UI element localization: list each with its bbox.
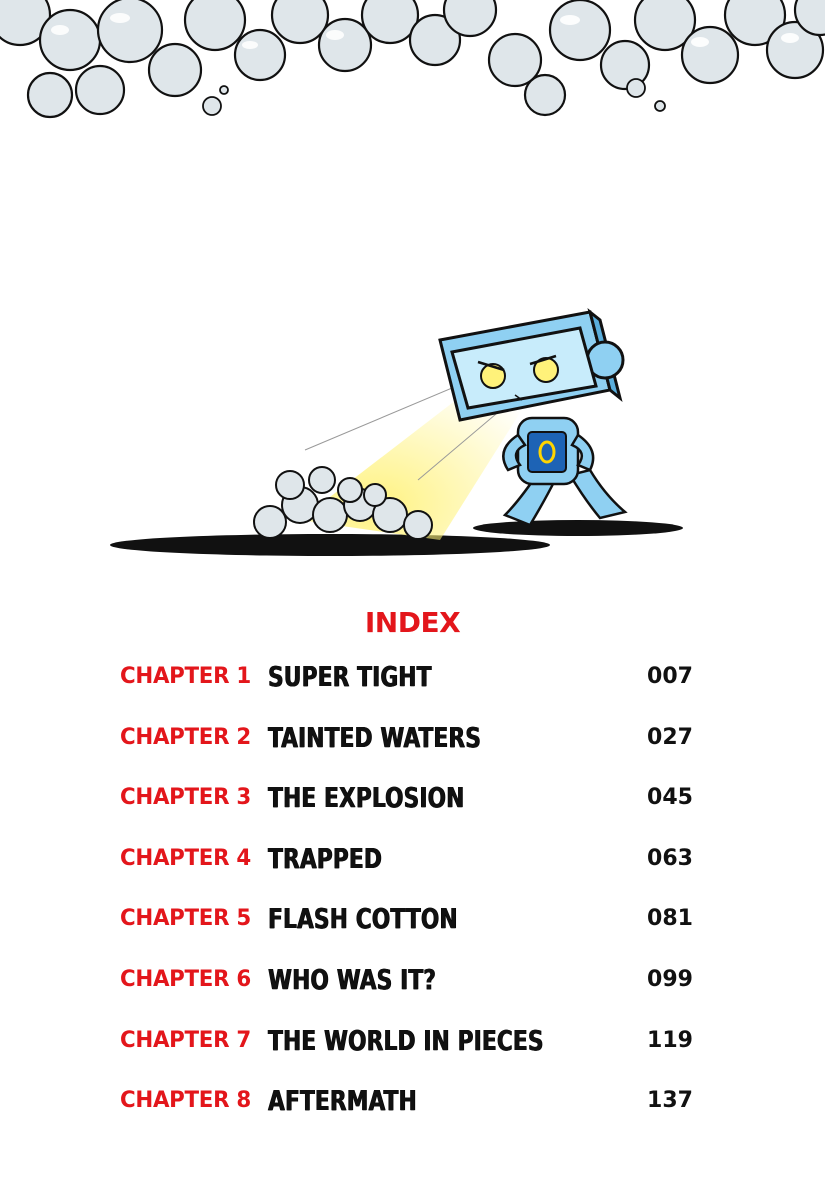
chapter-label: CHAPTER 4 <box>120 845 251 871</box>
chapter-page: 045 <box>647 785 693 811</box>
toc-row-1[interactable]: CHAPTER 1 SUPER TIGHT 007 <box>0 660 825 721</box>
chapter-title: FLASH COTTON <box>268 902 458 936</box>
cotton-pile-icon <box>253 466 433 540</box>
chapter-page: 099 <box>647 966 693 992</box>
chapter-title: THE WORLD IN PIECES <box>268 1023 544 1057</box>
chapter-page: 119 <box>647 1027 693 1053</box>
chapter-title: AFTERMATH <box>268 1084 417 1118</box>
chapter-page: 081 <box>647 906 693 932</box>
chapter-title: THE EXPLOSION <box>268 781 465 815</box>
chapter-label: CHAPTER 5 <box>120 906 251 932</box>
toc-row-2[interactable]: CHAPTER 2 TAINTED WATERS 027 <box>0 721 825 782</box>
chapter-title: TRAPPED <box>268 841 382 875</box>
chapter-label: CHAPTER 3 <box>120 785 251 811</box>
chapter-page: 007 <box>647 664 693 689</box>
index-title: INDEX <box>364 606 461 639</box>
chapter-label: CHAPTER 7 <box>120 1027 251 1053</box>
chapter-title: TAINTED WATERS <box>268 720 481 754</box>
chapter-page: 063 <box>647 845 693 871</box>
toc-row-3[interactable]: CHAPTER 3 THE EXPLOSION 045 <box>0 781 825 842</box>
cloud-border-icon <box>0 0 825 119</box>
chapter-title: WHO WAS IT? <box>268 962 437 996</box>
chapter-page: 137 <box>647 1088 693 1114</box>
chapter-title: SUPER TIGHT <box>268 660 432 693</box>
table-of-contents: CHAPTER 1 SUPER TIGHT 007 CHAPTER 2 TAIN… <box>0 660 825 1145</box>
toc-row-5[interactable]: CHAPTER 5 FLASH COTTON 081 <box>0 902 825 963</box>
toc-row-6[interactable]: CHAPTER 6 WHO WAS IT? 099 <box>0 963 825 1024</box>
chapter-page: 027 <box>647 724 693 750</box>
toc-row-7[interactable]: CHAPTER 7 THE WORLD IN PIECES 119 <box>0 1024 825 1085</box>
tv-robot-icon <box>110 308 683 556</box>
chapter-label: CHAPTER 1 <box>120 664 251 689</box>
toc-row-8[interactable]: CHAPTER 8 AFTERMATH 137 <box>0 1084 825 1145</box>
toc-row-4[interactable]: CHAPTER 4 TRAPPED 063 <box>0 842 825 903</box>
chapter-label: CHAPTER 6 <box>120 966 251 992</box>
chapter-label: CHAPTER 2 <box>120 724 251 750</box>
chapter-label: CHAPTER 8 <box>120 1088 251 1114</box>
